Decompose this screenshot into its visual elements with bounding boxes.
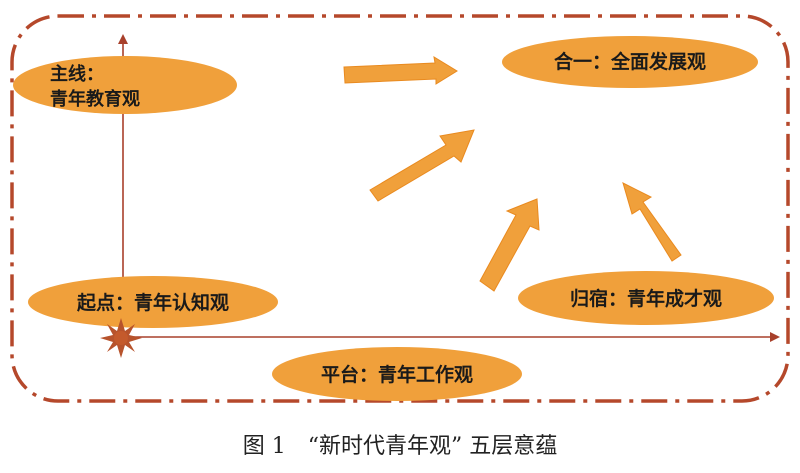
node-main-line-label-1: 主线： bbox=[50, 63, 104, 85]
arrow-main-to-unity bbox=[343, 56, 458, 85]
node-platform-label: 平台：青年工作观 bbox=[321, 363, 473, 386]
node-unity-label: 合一：全面发展观 bbox=[554, 50, 706, 73]
node-destination: 归宿：青年成才观 bbox=[518, 271, 774, 325]
arrow-rise-to-unity bbox=[369, 129, 475, 202]
node-unity: 合一：全面发展观 bbox=[502, 36, 758, 88]
figure-caption: 图 1 “新时代青年观” 五层意蕴 bbox=[242, 434, 558, 459]
node-start-point: 起点：青年认知观 bbox=[28, 276, 278, 328]
arrow-destination-up bbox=[622, 182, 682, 262]
origin-star-icon bbox=[100, 318, 142, 358]
node-main-line: 主线： 青年教育观 bbox=[13, 56, 237, 114]
node-main-line-label-2: 青年教育观 bbox=[50, 88, 140, 110]
node-platform: 平台：青年工作观 bbox=[272, 347, 522, 401]
node-destination-label: 归宿：青年成才观 bbox=[570, 287, 722, 310]
diagram-frame bbox=[10, 14, 790, 403]
node-start-point-label: 起点：青年认知观 bbox=[76, 291, 229, 314]
arrow-platform-up bbox=[479, 198, 540, 292]
